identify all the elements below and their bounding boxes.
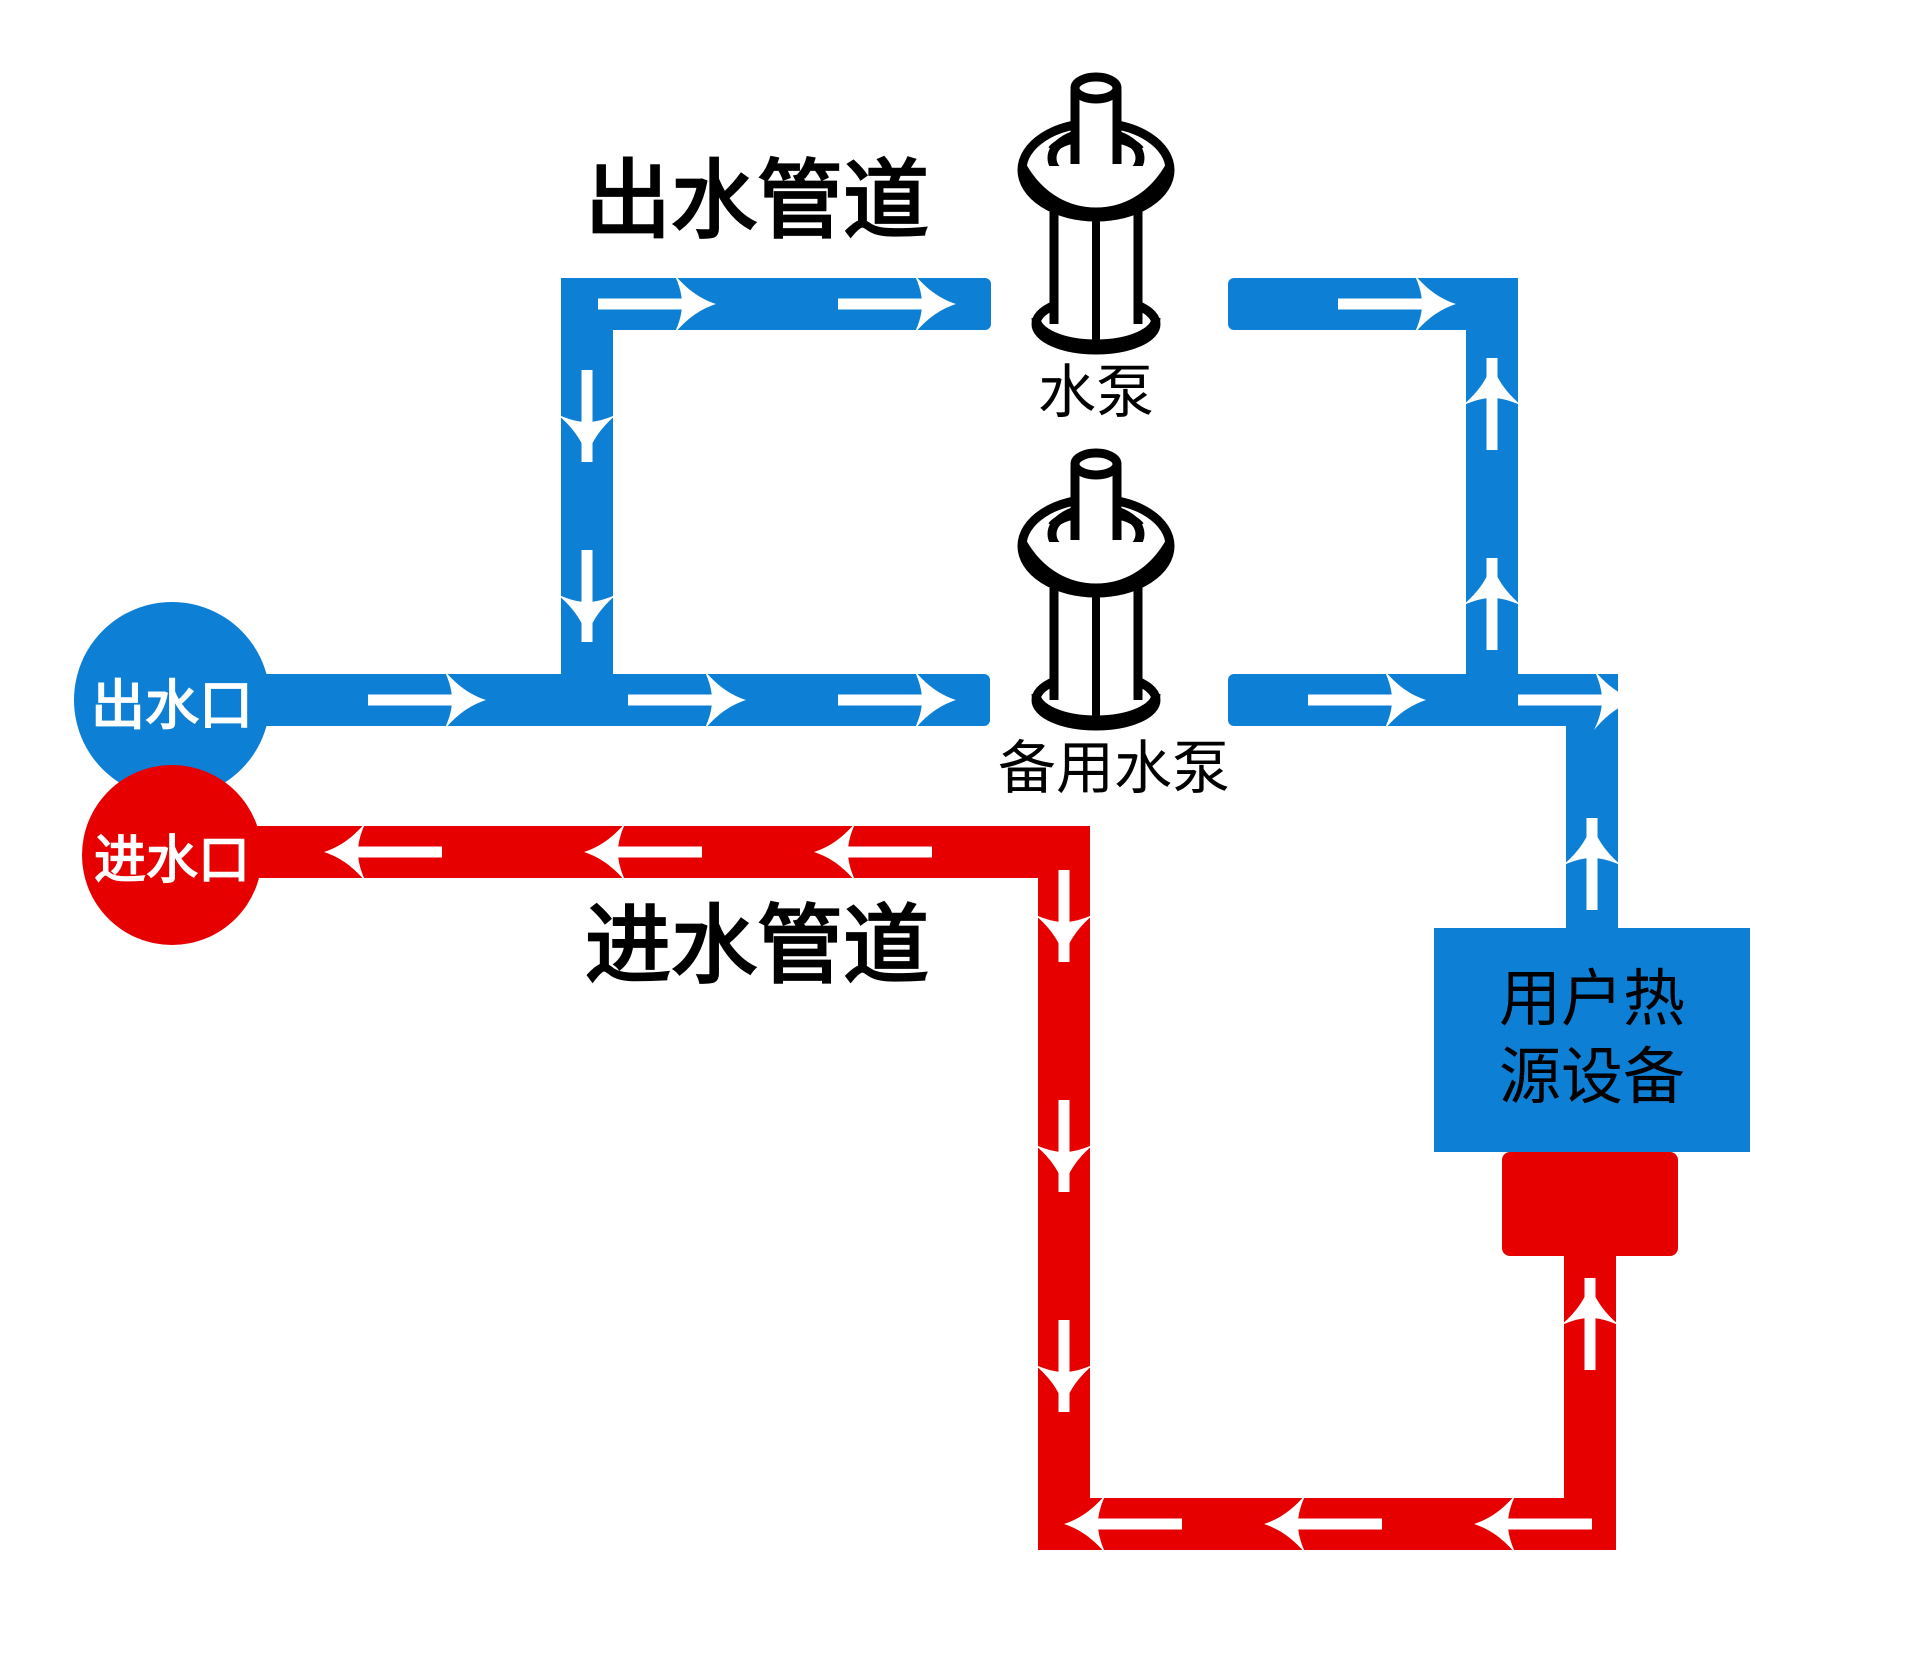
inlet-port-label: 进水口 <box>94 832 250 890</box>
heat-source-device-label-line1: 用户热 <box>1499 965 1685 1034</box>
inlet-port-circle[interactable] <box>82 765 262 945</box>
pump-primary-label: 水泵 <box>1038 360 1154 425</box>
inlet-pipe-title: 进水管道 <box>585 898 929 994</box>
return-device-connector-block <box>1502 1152 1678 1256</box>
return-pipe-network <box>150 822 1678 1554</box>
supply-flow-arrows <box>368 274 1636 910</box>
supply-pipe-top-horizontal <box>561 278 991 330</box>
pump-standby-label: 备用水泵 <box>998 736 1230 801</box>
supply-pipe-main-horizontal <box>150 674 990 726</box>
heat-source-device-box[interactable] <box>1434 928 1750 1152</box>
return-flow-arrows <box>324 822 1620 1554</box>
outlet-port-label: 出水口 <box>91 676 253 736</box>
heat-source-device[interactable]: 用户热 源设备 <box>1434 928 1750 1152</box>
heat-source-device-label-line2: 源设备 <box>1499 1043 1685 1112</box>
outlet-port-node[interactable]: 出水口 <box>74 602 270 798</box>
outlet-pipe-title: 出水管道 <box>585 153 929 249</box>
pump-primary[interactable]: 水泵 <box>1022 77 1170 425</box>
supply-pipe-network <box>150 274 1636 936</box>
outlet-port-circle[interactable] <box>74 602 270 798</box>
pump-standby[interactable]: 备用水泵 <box>998 453 1230 801</box>
inlet-port-node[interactable]: 进水口 <box>82 765 262 945</box>
